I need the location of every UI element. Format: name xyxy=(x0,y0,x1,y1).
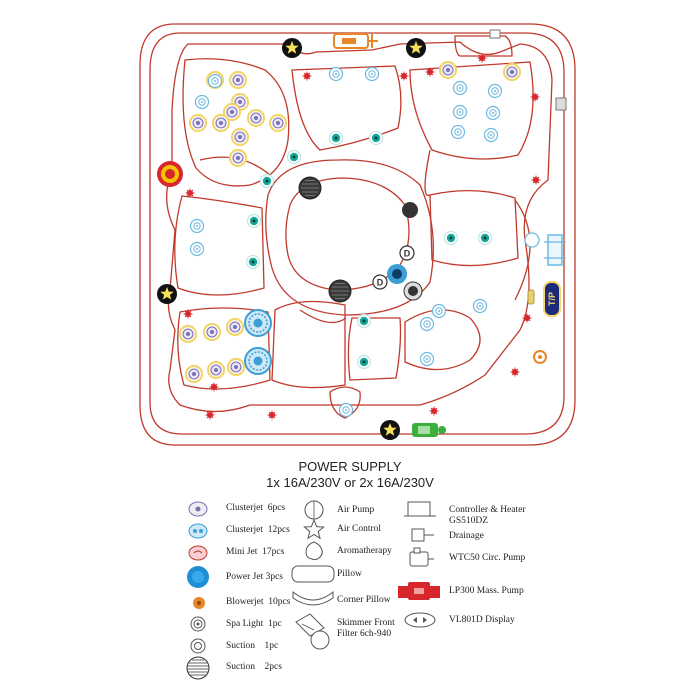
skimmer-filter-icon xyxy=(295,613,330,650)
mini-jet-icon xyxy=(188,545,208,561)
air-control-icon xyxy=(303,518,325,540)
legend-circ-pump: WTC50 Circ. Pump xyxy=(449,553,526,563)
tp-badge: T/P xyxy=(527,281,561,317)
controller-heater-component xyxy=(524,232,566,266)
legend-skimmer: Skimmer Front Filter 6ch-940 xyxy=(337,618,395,639)
blowerjets xyxy=(245,130,493,370)
tp-label: T/P xyxy=(547,292,557,306)
spa-light xyxy=(157,161,183,187)
power-jets xyxy=(244,309,272,375)
power-supply-options: 1x 16A/230V or 2x 16A/230V xyxy=(266,475,434,490)
spa-layout-diagram: T/P D D xyxy=(139,23,576,446)
spa-light-icon xyxy=(190,616,206,632)
suction-fittings xyxy=(298,176,423,303)
drain-and-valves xyxy=(489,29,567,364)
circ-pump-component xyxy=(412,423,446,437)
d-label-2: D xyxy=(404,249,411,259)
power-jet-icon xyxy=(187,566,209,588)
skimmer-filter: D D xyxy=(372,245,415,290)
pillow-icon xyxy=(291,565,335,583)
legend-display: VL801D Display xyxy=(449,615,515,625)
blowerjet-icon xyxy=(193,597,205,609)
legend-suction-2: Suction 2pcs xyxy=(226,662,282,672)
legend-suction-1: Suction 1pc xyxy=(226,641,279,651)
legend-corner-pillow: Corner Pillow xyxy=(337,595,391,605)
air-pump-component xyxy=(333,33,378,49)
legend-air-pump: Air Pump xyxy=(337,505,375,515)
display-icon xyxy=(404,612,436,628)
power-supply-title: POWER SUPPLY xyxy=(298,459,402,474)
massage-pump-icon xyxy=(398,582,440,600)
legend-aromatherapy: Aromatherapy xyxy=(337,546,392,556)
legend-clusterjet-12: Clusterjet 12pcs xyxy=(226,525,290,535)
clusterjet-blue-icon xyxy=(188,523,208,539)
suction-grille-icon xyxy=(186,656,210,680)
controller-heater-icon xyxy=(404,501,436,517)
corner-pillow-icon xyxy=(292,590,334,606)
legend-mini-jet: Mini Jet 17pcs xyxy=(226,547,285,557)
legend-power-jet: Power Jet 3pcs xyxy=(226,572,283,582)
suction-icon xyxy=(190,638,206,654)
legend-controller-heater: Controller & Heater GS510DZ xyxy=(449,505,526,526)
d-label-1: D xyxy=(377,278,384,288)
legend-air-control: Air Control xyxy=(337,524,382,534)
legend-spa-light: Spa Light 1pc xyxy=(226,619,282,629)
legend-clusterjet-6: Clusterjet 6pcs xyxy=(226,503,286,513)
legend-drainage: Drainage xyxy=(449,531,484,541)
circ-pump-icon xyxy=(409,547,434,567)
aromatherapy-icon xyxy=(305,541,323,561)
legend-blowerjet: Blowerjet 10pcs xyxy=(226,597,291,607)
legend-massage-pump: LP300 Mass. Pump xyxy=(449,586,524,596)
legend-pillow: Pillow xyxy=(337,569,362,579)
air-pump-icon xyxy=(304,500,324,520)
clusterjet-icon xyxy=(188,501,208,517)
drainage-icon xyxy=(411,528,434,542)
